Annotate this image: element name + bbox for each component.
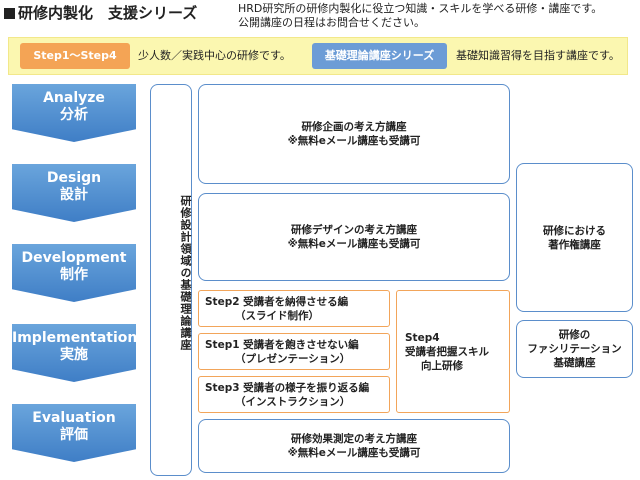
legend-basic-text: 基礎知識習得を目指す講座です。 — [456, 49, 620, 62]
course-step2: Step2 受講者を納得させる編 （スライド制作） — [198, 290, 390, 327]
course-title: Step2 受講者を納得させる編 — [205, 295, 349, 308]
intro-text: HRD研究所の研修内製化に役立つ知識・スキルを学べる研修・講座です。 公開講座の… — [238, 2, 602, 30]
course-subtitle: （スライド制作） — [235, 309, 319, 322]
basic-theory-course-column: 研修設計領域の基礎理論講座 — [150, 84, 192, 476]
legend-step-badge: Step1～Step4 — [20, 43, 130, 69]
course-step4: Step4 受講者把握スキル 向上研修 — [396, 290, 510, 413]
course-facilitation: 研修の ファシリテーション 基礎講座 — [516, 320, 633, 378]
course-note: ※無料eメール講座も受講可 — [287, 135, 421, 147]
course-subtitle: （プレゼンテーション） — [235, 352, 351, 365]
course-subtitle: 向上研修 — [421, 359, 463, 372]
phase-implementation: Implementation 実施 — [12, 324, 136, 382]
course-copyright: 研修における 著作権講座 — [516, 163, 633, 312]
course-title: 研修企画の考え方講座 — [301, 121, 407, 133]
square-bullet-icon — [4, 8, 15, 19]
course-subtitle: 基礎講座 — [553, 357, 596, 369]
course-title: Step4 — [405, 331, 440, 344]
course-note: ※無料eメール講座も受講可 — [287, 447, 421, 459]
page-title-text: 研修内製化 支援シリーズ — [18, 4, 198, 22]
course-step1: Step1 受講者を飽きさせない編 （プレゼンテーション） — [198, 333, 390, 370]
course-subtitle: ファシリテーション — [527, 343, 622, 355]
legend-basic-badge: 基礎理論講座シリーズ — [312, 43, 447, 69]
phase-evaluation: Evaluation 評価 — [12, 404, 136, 462]
course-title: 研修デザインの考え方講座 — [291, 224, 417, 236]
course-evaluation: 研修効果測定の考え方講座 ※無料eメール講座も受講可 — [198, 419, 510, 473]
intro-line-2: 公開講座の日程はお問合せください。 — [238, 16, 425, 29]
course-subtitle: （インストラクション） — [235, 395, 351, 408]
course-note: ※無料eメール講座も受講可 — [287, 238, 421, 250]
legend-step-text: 少人数／実践中心の研修です。 — [138, 49, 291, 62]
phase-ja-label: 実施 — [60, 347, 88, 363]
course-title: Step1 受講者を飽きさせない編 — [205, 338, 359, 351]
intro-line-1: HRD研究所の研修内製化に役立つ知識・スキルを学べる研修・講座です。 — [238, 2, 603, 15]
phase-ja-label: 設計 — [60, 187, 88, 203]
course-design: 研修デザインの考え方講座 ※無料eメール講座も受講可 — [198, 193, 510, 281]
phase-en-label: Development — [21, 250, 127, 266]
phase-en-label: Analyze — [43, 90, 105, 106]
phase-ja-label: 分析 — [60, 107, 88, 123]
course-title: 研修効果測定の考え方講座 — [291, 433, 417, 445]
phase-en-label: Implementation — [12, 330, 138, 346]
course-subtitle: 著作権講座 — [548, 238, 601, 251]
phase-analyze: Analyze 分析 — [12, 84, 136, 142]
course-subtitle: 受講者把握スキル — [405, 345, 489, 358]
basic-theory-course-label: 研修設計領域の基礎理論講座 — [179, 195, 192, 351]
phase-ja-label: 評価 — [60, 427, 88, 443]
page-title: 研修内製化 支援シリーズ — [4, 2, 197, 23]
course-step3: Step3 受講者の様子を振り返る編 （インストラクション） — [198, 376, 390, 413]
phase-development: Development 制作 — [12, 244, 136, 302]
course-planning: 研修企画の考え方講座 ※無料eメール講座も受講可 — [198, 84, 510, 184]
phase-en-label: Evaluation — [32, 410, 116, 426]
phase-en-label: Design — [46, 170, 102, 186]
course-title: Step3 受講者の様子を振り返る編 — [205, 381, 370, 394]
phase-ja-label: 制作 — [60, 267, 88, 283]
course-title: 研修における — [543, 224, 606, 237]
course-title: 研修の — [558, 329, 591, 341]
phase-design: Design 設計 — [12, 164, 136, 222]
